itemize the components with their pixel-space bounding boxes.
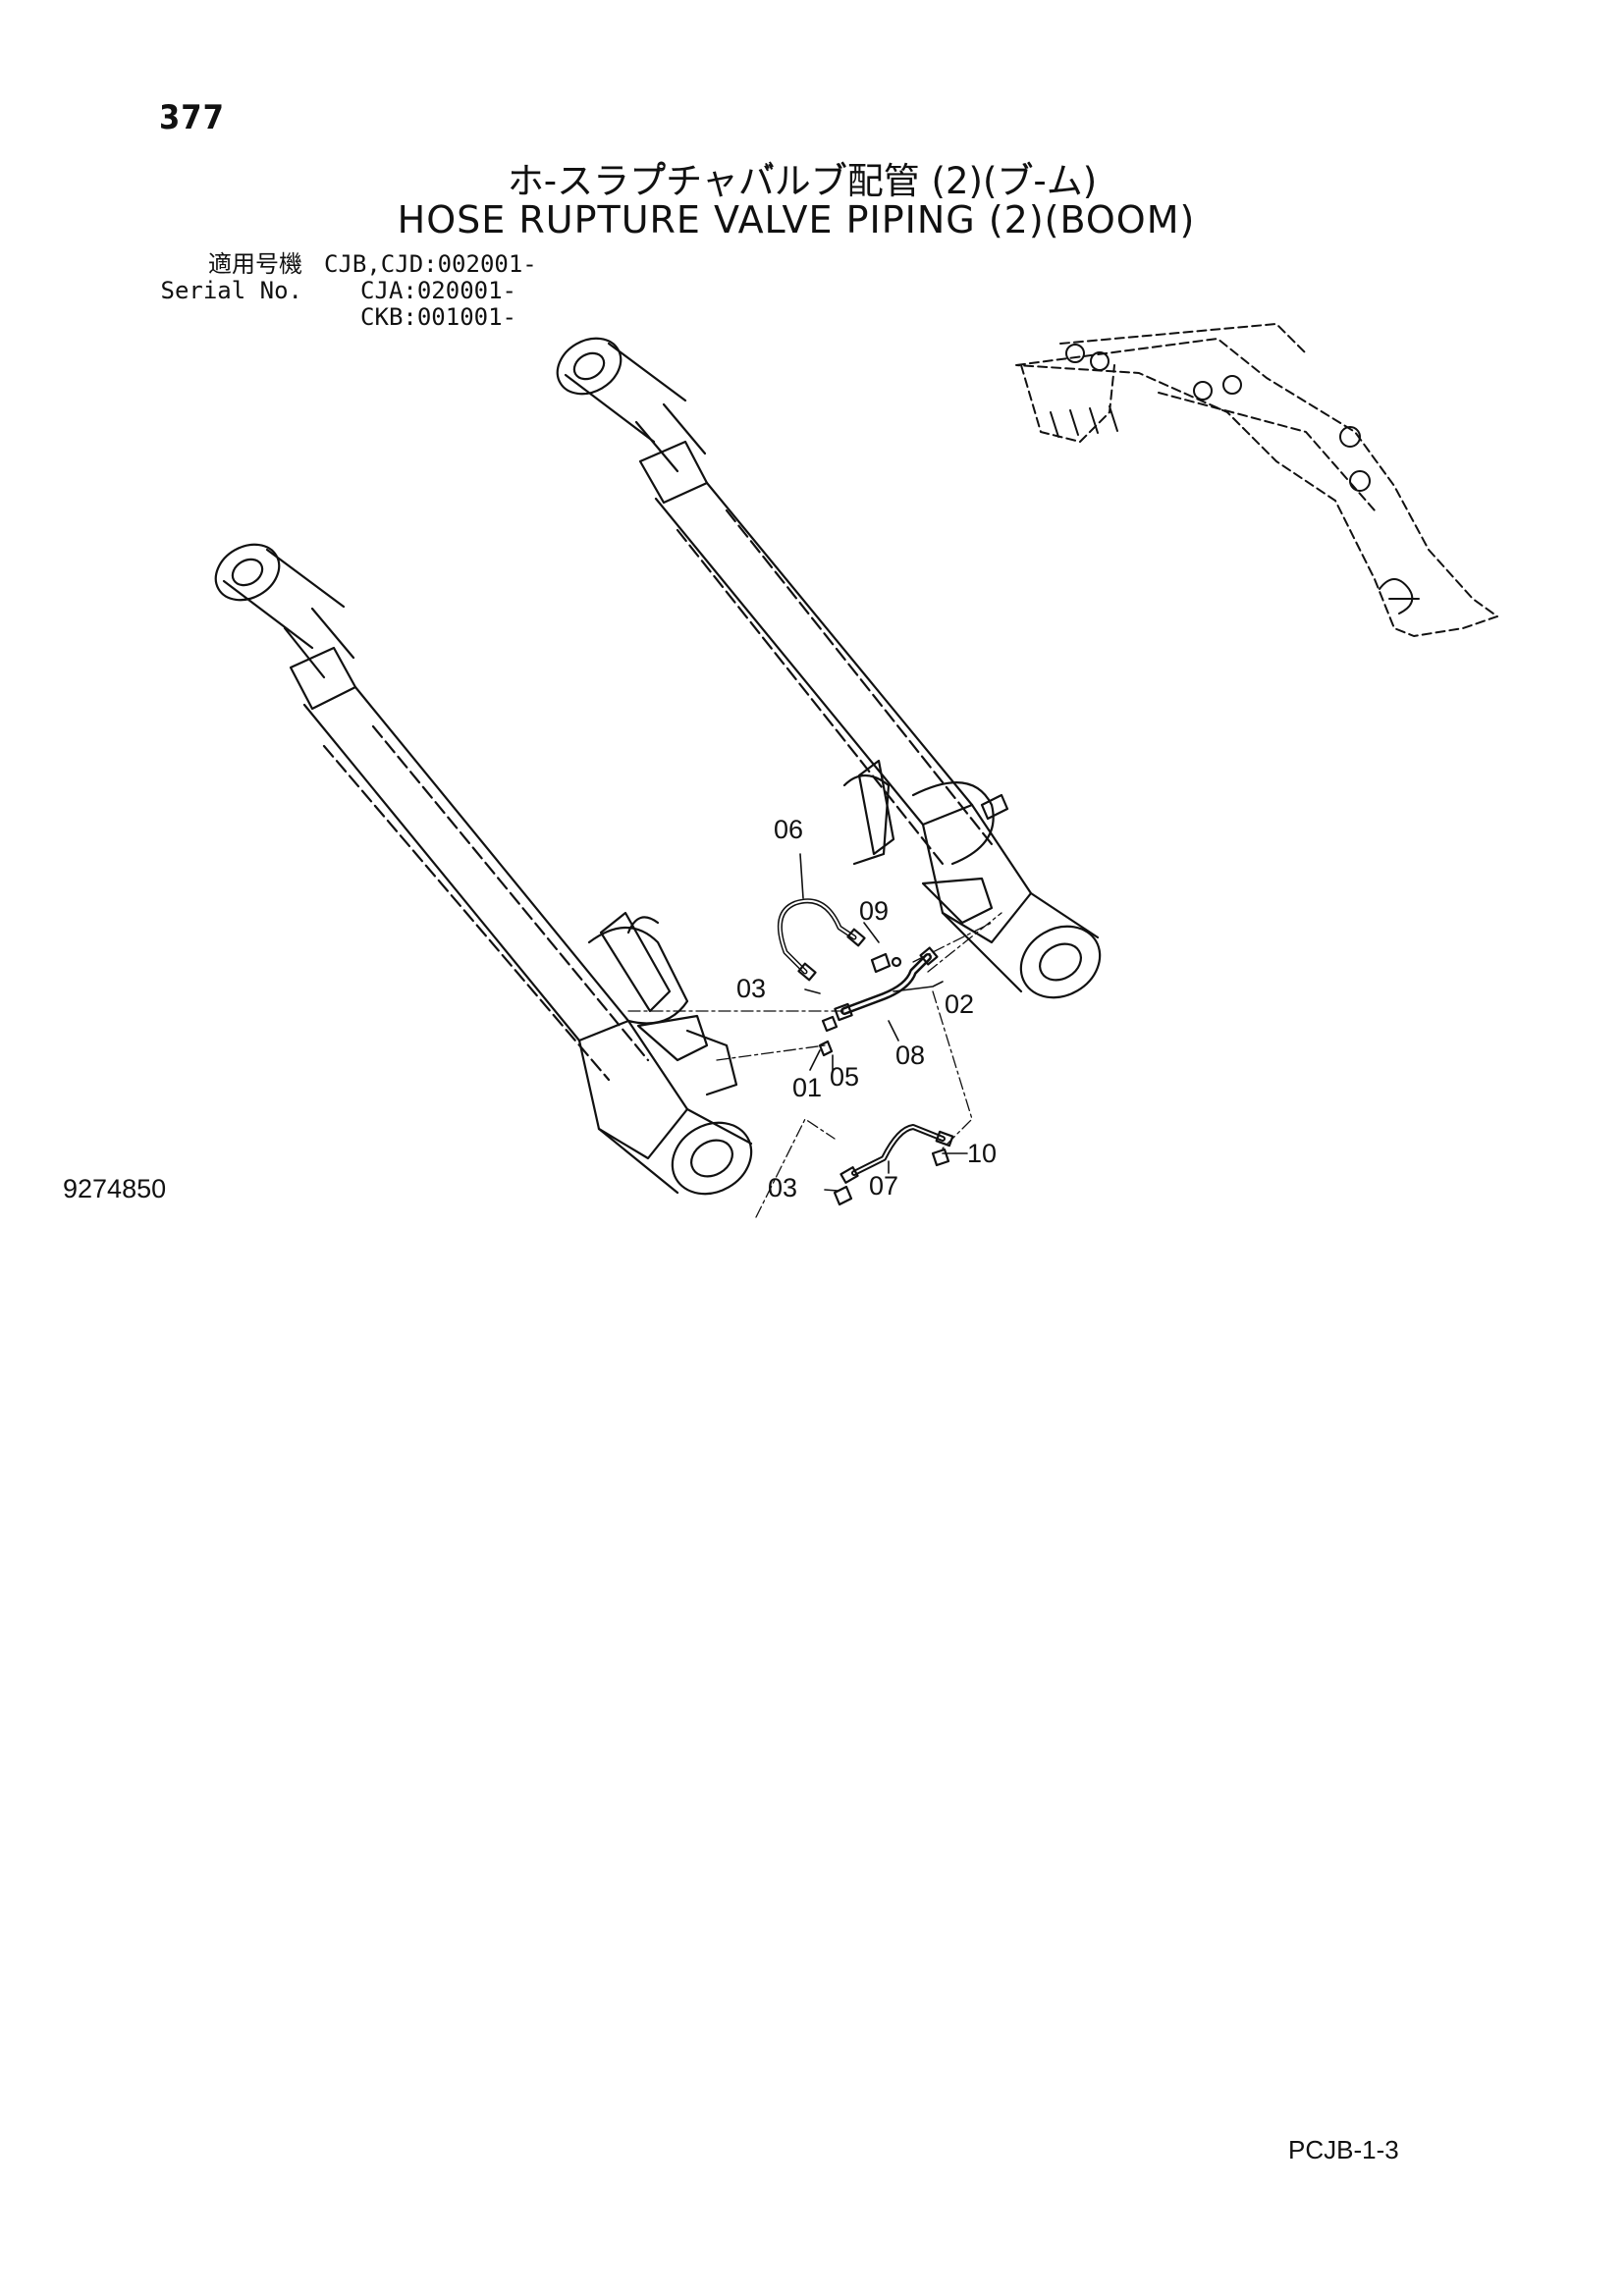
serial-value: CJB,CJD:002001- [324, 250, 537, 278]
callout-03: 03 [768, 1173, 798, 1202]
callout-08: 08 [895, 1041, 926, 1070]
page-footer-code: PCJB-1-3 [1288, 2135, 1399, 2164]
callout-01: 01 [792, 1073, 823, 1102]
callout-02: 02 [945, 989, 975, 1019]
page-title-english: HOSE RUPTURE VALVE PIPING (2)(BOOM) [397, 198, 1196, 241]
serial-value: CKB:001001- [360, 303, 516, 331]
assembly-phantom-lines [627, 912, 1002, 1218]
serial-label-japanese: 適用号機 [208, 250, 302, 278]
callout-07: 07 [869, 1171, 899, 1201]
leader-lines [799, 853, 968, 1192]
serial-label-english: Serial No. [160, 277, 303, 304]
callout-09: 09 [859, 896, 890, 926]
page-title-japanese: ホ-スラプ゚チャバ゙ルブ゙配管 (2)(ブ゙-ム) [507, 160, 1098, 202]
fittings-icon [818, 952, 950, 1206]
drawing-number: 9274850 [63, 1174, 167, 1203]
callout-05: 05 [830, 1062, 860, 1092]
serial-value: CJA:020001- [360, 277, 516, 304]
page-number: 377 [159, 98, 225, 137]
boom-cylinder-left [214, 543, 753, 1196]
callout-03: 03 [736, 974, 767, 1003]
serial-number-block: 適用号機 CJB,CJD:002001- Serial No. CJA:0200… [155, 251, 537, 331]
callout-10: 10 [967, 1139, 998, 1168]
excavator-arm-inset-details [1050, 344, 1420, 614]
boom-cylinder-right [556, 337, 1102, 999]
excavator-arm-inset-icon [1015, 323, 1498, 637]
hose-07-icon [839, 1124, 954, 1184]
hose-06-icon [777, 898, 866, 982]
callout-06: 06 [774, 815, 804, 844]
